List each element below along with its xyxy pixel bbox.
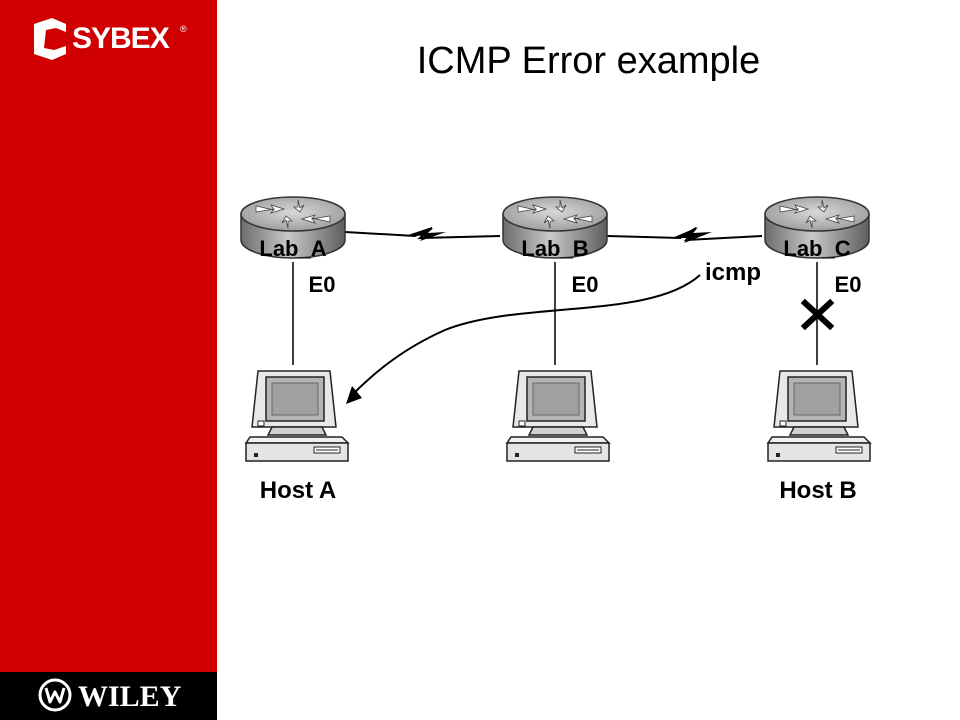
icmp-label: icmp — [705, 259, 761, 286]
wiley-wordmark: WILEY — [78, 680, 182, 713]
host-a: Host A — [245, 370, 349, 504]
host-label: Host B — [779, 477, 856, 504]
sybex-logo: SYBEX ® — [30, 18, 190, 60]
serial-link-b-c — [606, 227, 763, 243]
serial-link-a-b — [344, 227, 501, 241]
link-failure-x-icon — [800, 298, 835, 331]
slide-title: ICMP Error example — [416, 40, 761, 82]
icmp-message-arrow: icmp — [346, 259, 761, 404]
router-label: Lab_C — [783, 236, 850, 261]
interface-label: E0 — [572, 272, 599, 297]
interface-label: E0 — [309, 272, 336, 297]
interface-label: E0 — [835, 272, 862, 297]
router-label: Lab_B — [521, 236, 588, 261]
host-middle — [506, 370, 610, 462]
sybex-wordmark: SYBEX — [72, 22, 170, 55]
registered-mark: ® — [180, 24, 187, 34]
router-lab-a: Lab_A E0 — [240, 196, 346, 297]
wiley-band: WILEY — [0, 672, 217, 720]
host-label: Host A — [260, 477, 336, 504]
brand-sidebar: SYBEX ® — [0, 0, 217, 720]
router-label: Lab_A — [259, 236, 326, 261]
wiley-seal-icon — [38, 678, 72, 712]
sybex-mark-icon — [34, 18, 66, 60]
host-b: Host B — [767, 370, 871, 504]
router-lab-b: Lab_B E0 — [502, 196, 608, 297]
router-lab-c: Lab_C E0 — [764, 196, 870, 297]
